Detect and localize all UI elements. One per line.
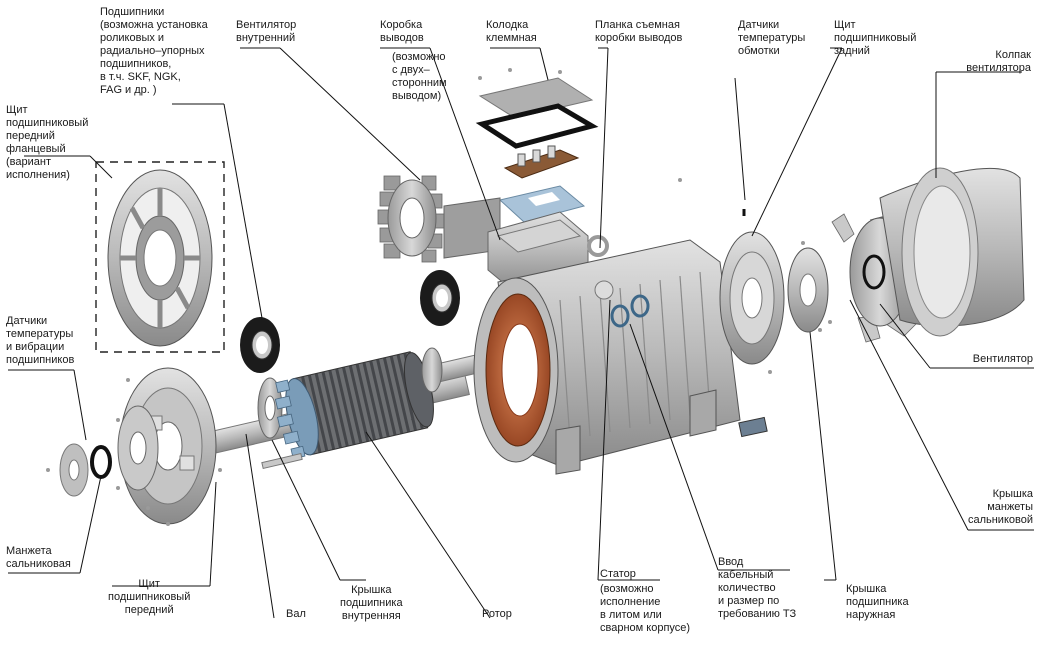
label-rotor: Ротор <box>482 608 512 620</box>
label-terminal-box: Коробка выводов <box>380 19 424 44</box>
rotor <box>274 351 434 460</box>
label-cable-entry: Ввод кабельный количество и размер по тр… <box>718 556 797 620</box>
label-bearing-cover-inner: Крышка подшипника внутренняя <box>340 584 403 622</box>
outer-bearing-cover <box>787 247 829 333</box>
seal-ring <box>90 445 112 479</box>
label-terminal-box-note: (возможно с двух– сторонним выводом) <box>392 51 447 102</box>
nameplate <box>738 416 768 438</box>
terminal-gasket <box>475 103 599 149</box>
inner-fan <box>377 175 445 263</box>
label-shield-front-flange: Щит подшипниковый передний фланцевый (ва… <box>6 104 89 181</box>
bolts <box>46 68 832 526</box>
flange-option-frame <box>95 161 225 353</box>
label-seal: Манжета сальниковая <box>6 545 71 570</box>
label-box-plate: Планка съемная коробки выводов <box>595 19 683 44</box>
front-bearing-ring <box>117 405 159 491</box>
terminal-block <box>503 145 580 179</box>
label-terminal-block: Колодка клеммная <box>486 19 537 44</box>
label-seal-cover: Крышка манжеты сальниковой <box>967 488 1033 526</box>
label-fan-inner: Вентилятор внутренний <box>236 19 297 44</box>
bearing-front <box>240 317 280 373</box>
bearing-rear <box>420 270 460 326</box>
fan-cover <box>879 167 1025 337</box>
leader-lines <box>8 47 1034 619</box>
label-shield-front: Щит подшипниковый передний <box>108 578 191 616</box>
label-bearing-sensors: Датчики температуры и вибрации подшипник… <box>6 315 75 366</box>
terminal-cover-plate <box>478 77 594 119</box>
label-winding-sensors: Датчики температуры обмотки <box>738 19 806 57</box>
seal-cover-disc <box>59 443 89 497</box>
label-bearing-cover-outer: Крышка подшипника наружная <box>846 583 909 621</box>
label-shield-rear: Щит подшипниковый задний <box>834 19 917 57</box>
stator <box>473 235 741 475</box>
label-bearings: Подшипники (возможна установка роликовых… <box>100 6 208 96</box>
rotor-far-collar <box>421 347 443 393</box>
inner-bearing-cover <box>257 377 283 439</box>
label-stator: Статор <box>600 568 636 580</box>
label-stator-note: (возможно исполнение в литом или сварном… <box>600 583 691 634</box>
rear-shield <box>719 231 785 365</box>
label-shaft: Вал <box>286 608 306 620</box>
label-fan-cover: Колпак вентилятора <box>966 49 1031 74</box>
front-flange-shield <box>107 169 213 347</box>
label-fan: Вентилятор <box>972 353 1033 365</box>
cable-glands <box>594 280 650 328</box>
